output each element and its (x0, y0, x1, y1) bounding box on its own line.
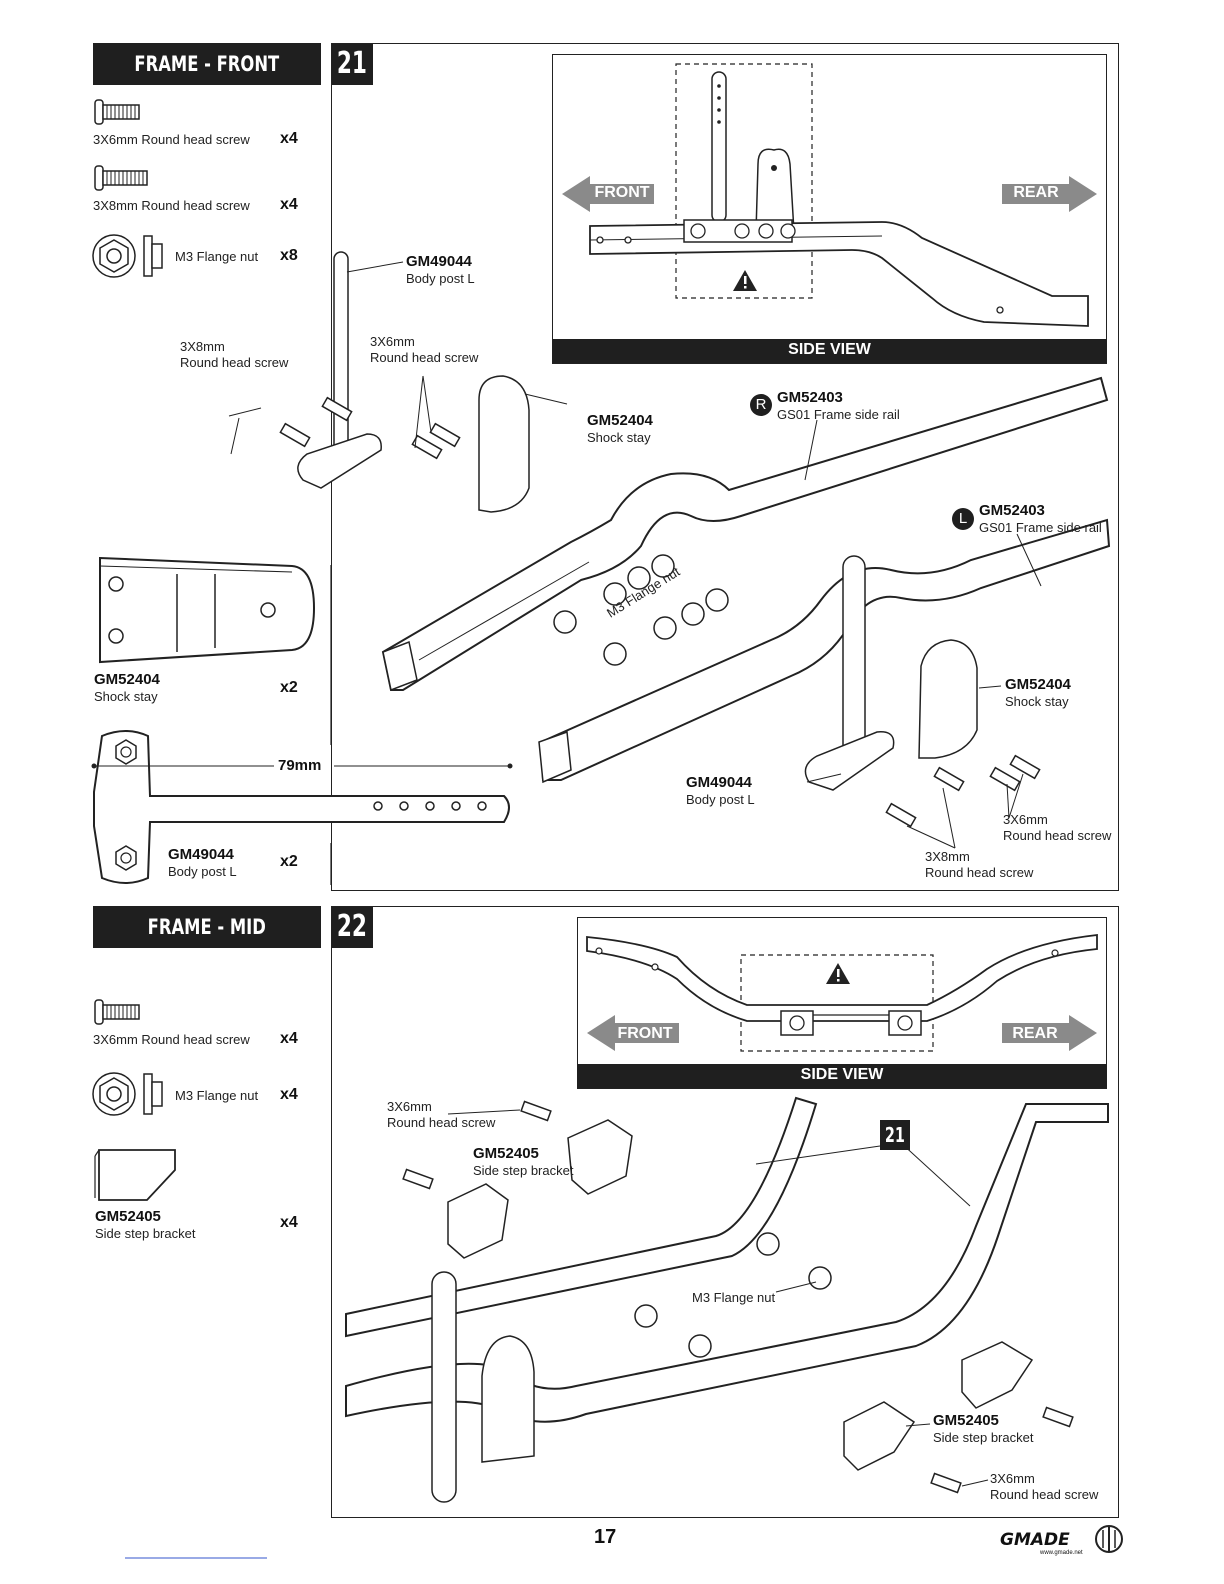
part-qty-flange-nut: x8 (280, 247, 298, 264)
step-22-frame (331, 906, 1119, 1518)
part-label-3x8-screw: 3X8mm Round head screw (93, 198, 250, 213)
callout-bracket-bottom-code: GM52405 (933, 1412, 999, 1429)
screw-3x8-icon (94, 165, 148, 191)
callout-screw-bottom-22-line1: 3X6mm (990, 1471, 1035, 1486)
footer-link-underline (125, 1557, 267, 1559)
callout-body-post-bottom-code: GM49044 (686, 774, 752, 791)
side-view-22-title: SIDE VIEW (577, 1064, 1107, 1088)
callout-body-post-top-name: Body post L (406, 271, 475, 286)
callout-flange-nut-22: M3 Flange nut (692, 1290, 776, 1305)
callout-3x8-screw-top-line1: 3X8mm (180, 339, 225, 354)
gmade-logo: GMADE (1000, 1530, 1070, 1550)
side-step-part-name: Side step bracket (95, 1226, 196, 1241)
side-view-21-box (552, 54, 1107, 364)
side-view-22-rear-label: REAR (1012, 1025, 1058, 1042)
side-step-part-qty: x4 (280, 1214, 298, 1231)
shock-stay-part-code: GM52404 (94, 671, 160, 688)
body-post-part-qty: x2 (280, 853, 298, 870)
side-view-21-front-label: FRONT (594, 184, 650, 201)
rail-r-badge: R (750, 394, 772, 416)
shock-stay-part-drawing (99, 556, 316, 664)
part-qty-flange-nut-22: x4 (280, 1086, 298, 1103)
step-22-exploded-drawing (345, 1096, 1109, 1503)
part-qty-3x6-screw-22: x4 (280, 1030, 298, 1047)
callout-screw-bottom-22-line2: Round head screw (990, 1487, 1099, 1502)
side-view-21-title: SIDE VIEW (552, 339, 1107, 363)
part-qty-3x6-screw: x4 (280, 130, 298, 147)
callout-3x6-screw-bottom-line2: Round head screw (1003, 828, 1112, 843)
side-view-22-box (577, 917, 1107, 1089)
sidebar-divider (330, 565, 332, 885)
rail-l-badge: L (952, 508, 974, 530)
callout-shock-stay-bottom-code: GM52404 (1005, 676, 1071, 693)
part-label-3x6-screw: 3X6mm Round head screw (93, 132, 250, 147)
part-label-flange-nut-22: M3 Flange nut (175, 1088, 259, 1103)
callout-3x8-screw-bottom-line2: Round head screw (925, 865, 1034, 880)
page-number: 17 (594, 1526, 617, 1548)
screw-3x6-icon (94, 99, 140, 125)
callout-screw-top-22-line2: Round head screw (387, 1115, 496, 1130)
body-post-part-drawing (91, 730, 513, 884)
callout-shock-stay-top-code: GM52404 (587, 412, 653, 429)
callout-3x6-screw-top-line2: Round head screw (370, 350, 479, 365)
callout-bracket-top-name: Side step bracket (473, 1163, 574, 1178)
callout-shock-stay-bottom-name: Shock stay (1005, 694, 1069, 709)
callout-3x8-screw-bottom-line1: 3X8mm (925, 849, 970, 864)
callout-3x6-screw-top-line1: 3X6mm (370, 334, 415, 349)
flange-nut-icon (92, 234, 163, 278)
step-number-21: 21 (331, 43, 373, 85)
ref-step-21-badge: 21 (880, 1120, 910, 1150)
body-post-part-code: GM49044 (168, 846, 234, 863)
part-label-3x6-screw-22: 3X6mm Round head screw (93, 1032, 250, 1047)
step-number-22: 22 (331, 906, 373, 948)
side-view-22-front-label: FRONT (617, 1025, 673, 1042)
flange-nut-icon-22 (92, 1072, 163, 1116)
callout-rail-l-name: GS01 Frame side rail (979, 520, 1102, 535)
step-21-exploded-drawing (228, 251, 1111, 849)
callout-bracket-top-code: GM52405 (473, 1145, 539, 1162)
callout-screw-top-22-line1: 3X6mm (387, 1099, 432, 1114)
callout-rail-l-code: GM52403 (979, 502, 1045, 519)
callout-shock-stay-top-name: Shock stay (587, 430, 651, 445)
callout-rail-r-name: GS01 Frame side rail (777, 407, 900, 422)
callout-3x6-screw-bottom-line1: 3X6mm (1003, 812, 1048, 827)
gmade-url: www.gmade.net (1040, 1550, 1083, 1556)
callout-body-post-bottom-name: Body post L (686, 792, 755, 807)
side-step-part-code: GM52405 (95, 1208, 161, 1225)
callout-body-post-top-code: GM49044 (406, 253, 472, 270)
section-title-frame-mid: FRAME - MID (93, 906, 321, 948)
gmade-emblem-icon (1095, 1525, 1123, 1553)
screw-3x6-icon-22 (94, 999, 140, 1025)
shock-stay-part-name: Shock stay (94, 689, 158, 704)
part-label-flange-nut: M3 Flange nut (175, 249, 259, 264)
side-view-22-drawing (586, 933, 1098, 1052)
shock-stay-part-qty: x2 (280, 679, 298, 696)
callout-3x8-screw-top-line2: Round head screw (180, 355, 289, 370)
side-view-21-drawing (562, 63, 1097, 327)
callout-bracket-bottom-name: Side step bracket (933, 1430, 1034, 1445)
body-post-dimension: 79mm (278, 757, 322, 774)
side-step-bracket-part-drawing (94, 1149, 176, 1201)
body-post-part-name: Body post L (168, 864, 237, 879)
section-title-frame-front: FRAME - FRONT (93, 43, 321, 85)
part-qty-3x8-screw: x4 (280, 196, 298, 213)
callout-rail-r-code: GM52403 (777, 389, 843, 406)
side-view-21-rear-label: REAR (1013, 184, 1059, 201)
